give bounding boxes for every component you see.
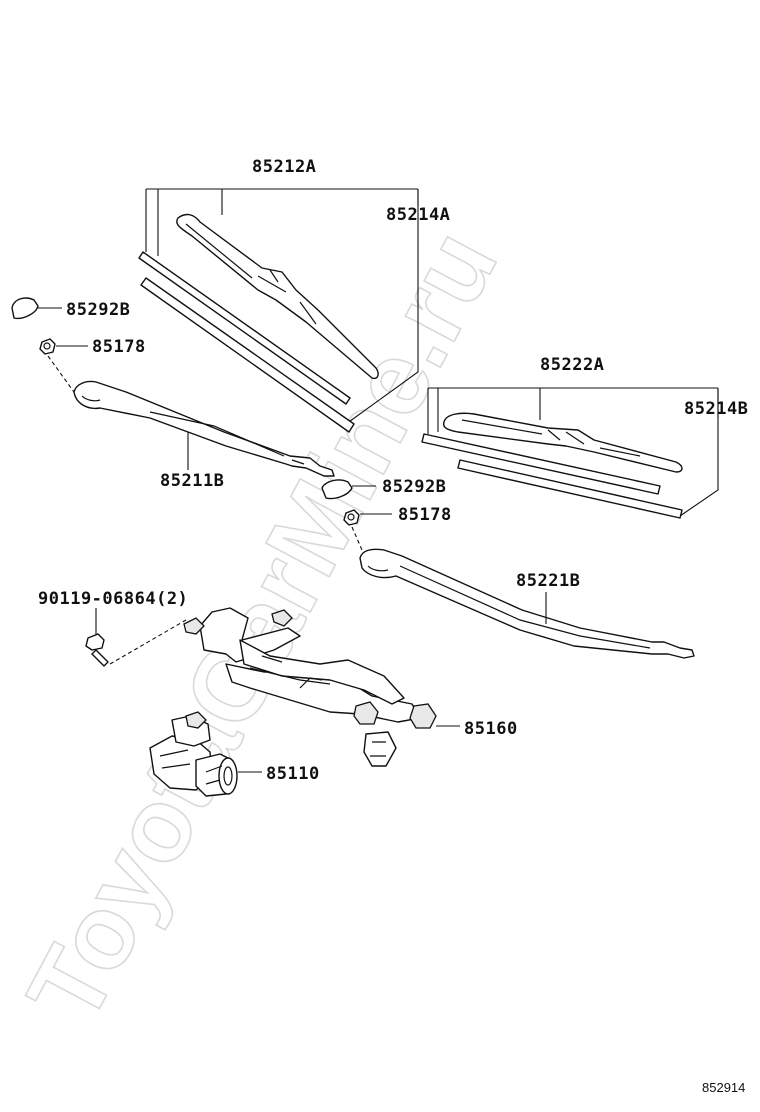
wiper-arm-85211B[interactable]: [73, 380, 335, 477]
label-85222A: 85222A: [540, 355, 604, 375]
wiper-blade-85222A[interactable]: [421, 387, 719, 519]
nut-85178-rear[interactable]: [343, 509, 392, 551]
wiper-blade-85212A[interactable]: [138, 188, 419, 433]
cap-85292B-rear[interactable]: [321, 479, 376, 500]
label-85221B: 85221B: [516, 571, 580, 591]
label-85212A: 85212A: [252, 157, 316, 177]
label-90119-06864: 90119-06864(2): [38, 589, 188, 609]
label-85178-rear: 85178: [398, 505, 452, 525]
label-85214B: 85214B: [684, 399, 748, 419]
wiper-arm-85221B[interactable]: [359, 548, 695, 659]
bolt-90119-06864[interactable]: [85, 608, 187, 667]
label-85178-front: 85178: [92, 337, 146, 357]
label-85292B-front: 85292B: [66, 300, 130, 320]
label-85292B-rear: 85292B: [382, 477, 446, 497]
label-85110: 85110: [266, 764, 320, 784]
wiper-link-85160[interactable]: [183, 607, 460, 767]
cap-85292B-front[interactable]: [11, 297, 62, 320]
label-85214A: 85214A: [386, 205, 450, 225]
wiper-motor-85110[interactable]: [149, 711, 262, 797]
diagram-code: 852914: [702, 1080, 745, 1095]
nut-85178-front[interactable]: [39, 338, 88, 393]
label-85160: 85160: [464, 719, 518, 739]
label-85211B: 85211B: [160, 471, 224, 491]
